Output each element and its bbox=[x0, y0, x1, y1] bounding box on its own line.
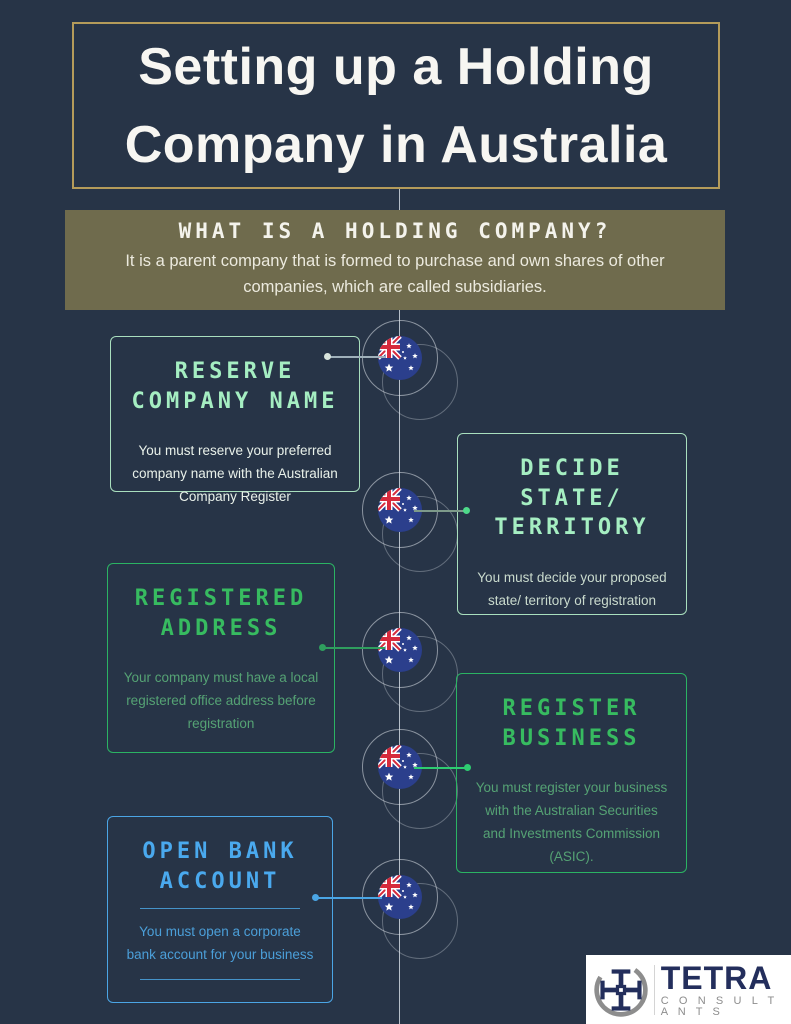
australia-flag-icon bbox=[378, 875, 422, 919]
step-card-decide-state-territory: DECIDE STATE/ TERRITORY You must decide … bbox=[457, 433, 687, 615]
connector-dot bbox=[324, 353, 331, 360]
connector-line bbox=[322, 647, 385, 649]
connector-dot bbox=[464, 764, 471, 771]
step-title: REGISTERED ADDRESS bbox=[134, 586, 308, 641]
step-title: REGISTER BUSINESS bbox=[502, 696, 641, 751]
connector-dot bbox=[312, 894, 319, 901]
step-card-reserve-company-name: RESERVE COMPANY NAME You must reserve yo… bbox=[110, 336, 360, 504]
step-description: You must decide your proposed state/ ter… bbox=[477, 570, 667, 608]
step-title: OPEN BANK ACCOUNT bbox=[142, 839, 298, 894]
tetra-logo-mark-icon bbox=[594, 962, 648, 1017]
connector-line bbox=[315, 897, 382, 899]
node-ring-offset bbox=[382, 883, 458, 959]
step-description: You must register your business with the… bbox=[475, 780, 668, 865]
step-card-register-business: REGISTER BUSINESS You must register your… bbox=[456, 673, 687, 873]
step-title: RESERVE COMPANY NAME bbox=[131, 359, 339, 414]
step-card-open-bank-account: OPEN BANK ACCOUNT You must open a corpor… bbox=[107, 816, 333, 1003]
step-description: You must open a corporate bank account f… bbox=[126, 924, 314, 963]
intro-body: It is a parent company that is formed to… bbox=[125, 252, 665, 296]
step-title: DECIDE STATE/ TERRITORY bbox=[494, 456, 650, 541]
connector-line bbox=[414, 510, 466, 512]
page-title: Setting up a Holding Company in Australi… bbox=[124, 37, 668, 174]
connector-dot bbox=[319, 644, 326, 651]
brand-subtitle: C O N S U L T A N T S bbox=[660, 994, 778, 1018]
logo-panel: TETRA C O N S U L T A N T S bbox=[586, 955, 791, 1024]
australia-flag-icon bbox=[378, 336, 422, 380]
intro-box: WHAT IS A HOLDING COMPANY? It is a paren… bbox=[65, 210, 725, 310]
divider bbox=[140, 908, 300, 910]
node-ring-offset bbox=[382, 344, 458, 420]
step-description: Your company must have a local registere… bbox=[123, 670, 319, 732]
timeline-line bbox=[399, 189, 400, 1024]
connector-line bbox=[327, 356, 385, 358]
australia-flag-icon bbox=[378, 628, 422, 672]
connector-line bbox=[414, 767, 467, 769]
intro-heading: WHAT IS A HOLDING COMPANY? bbox=[178, 219, 612, 244]
divider bbox=[140, 979, 300, 980]
brand-name: TETRA bbox=[660, 959, 773, 996]
step-card-registered-address: REGISTERED ADDRESS Your company must hav… bbox=[107, 563, 335, 753]
logo-divider bbox=[654, 964, 655, 1015]
step-description: You must reserve your preferred company … bbox=[132, 443, 338, 505]
connector-dot bbox=[463, 507, 470, 514]
node-ring-offset bbox=[382, 753, 458, 829]
main-title-box: Setting up a Holding Company in Australi… bbox=[72, 22, 720, 189]
